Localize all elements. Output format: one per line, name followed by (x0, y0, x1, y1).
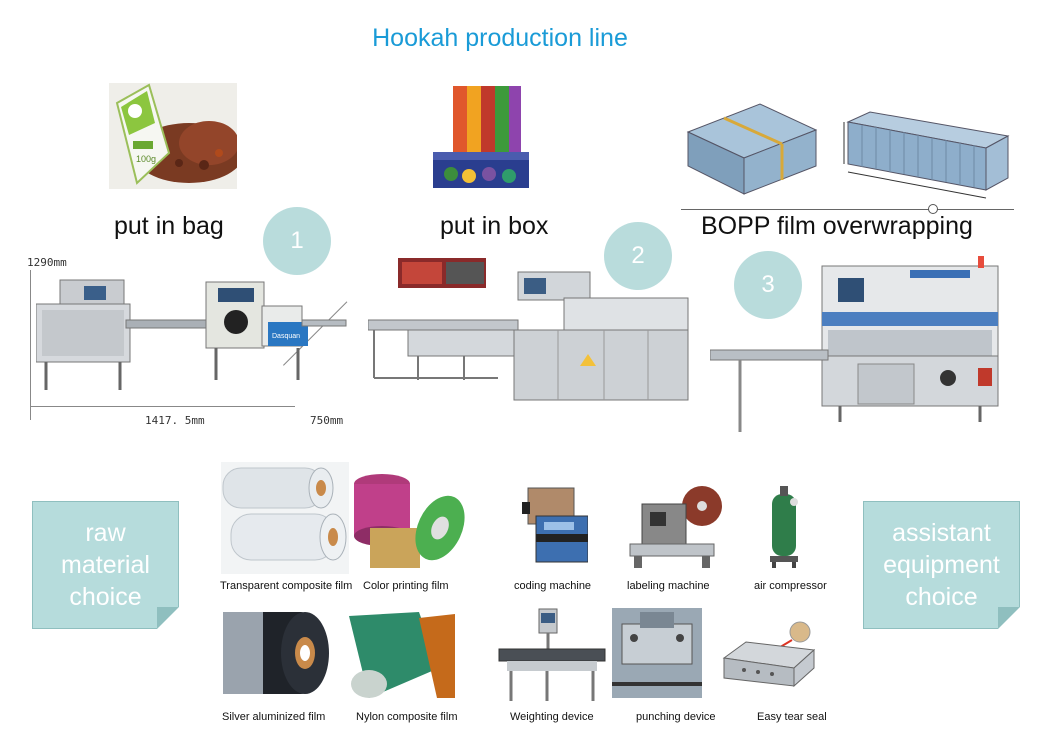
svg-text:100g: 100g (136, 154, 156, 164)
assist-note-line-2: equipment (883, 551, 1000, 579)
easy-tear-seal-image (722, 621, 816, 688)
assist-note-line-1: assistant (892, 519, 991, 547)
labeling-machine-image (629, 486, 722, 568)
equipment-caption-labeling: labeling machine (627, 580, 710, 592)
equipment-caption-easy-tear: Easy tear seal (757, 711, 827, 723)
weighting-device-image (498, 608, 606, 701)
air-compressor-image (770, 486, 798, 568)
dimension-height-line (30, 270, 31, 420)
wrapped-box-dimension-image (843, 111, 1010, 199)
note-fold-corner (157, 607, 179, 629)
material-caption-color-printing: Color printing film (363, 580, 449, 592)
punching-device-image (612, 608, 702, 698)
coding-machine-image (522, 487, 588, 563)
transparent-film-image (221, 462, 349, 574)
material-caption-transparent: Transparent composite film (220, 580, 353, 592)
equipment-caption-weighting: Weighting device (510, 711, 594, 723)
hookah-box-image (431, 84, 531, 188)
dimension-base-line (30, 406, 295, 407)
divider-line (681, 209, 1014, 210)
equipment-caption-punching: punching device (636, 711, 716, 723)
nylon-composite-film-image (339, 608, 459, 704)
assist-note-line-3: choice (905, 583, 978, 611)
raw-material-choice-note: raw material choice (32, 501, 179, 629)
page-title: Hookah production line (372, 24, 628, 52)
hookah-bag-image: 100g (109, 83, 237, 189)
cartoning-machine-image (368, 271, 689, 401)
raw-note-line-2: material (61, 551, 150, 579)
step-1-label: put in bag (114, 212, 224, 240)
color-printing-film-image (352, 466, 470, 574)
overwrapping-machine-image (710, 256, 999, 432)
silver-aluminized-film-image (213, 604, 341, 704)
wrapped-box-image (686, 103, 818, 195)
equipment-caption-coding: coding machine (514, 580, 592, 592)
step-3-badge: 3 (734, 251, 802, 319)
machine-brand-label: Dasquan (272, 333, 300, 340)
step-1-badge: 1 (263, 207, 331, 275)
assistant-equipment-choice-note: assistant equipment choice (863, 501, 1020, 629)
step-3-label: BOPP film overwrapping (701, 212, 973, 240)
raw-note-line-3: choice (69, 583, 142, 611)
dimension-length: 1417. 5mm (145, 414, 205, 427)
raw-note-line-1: raw (85, 519, 126, 547)
note-fold-corner (998, 607, 1020, 629)
divider-dot (928, 204, 938, 214)
material-caption-nylon: Nylon composite film (356, 711, 458, 723)
material-caption-silver: Silver aluminized film (222, 711, 326, 723)
step-2-label: put in box (440, 212, 549, 240)
equipment-caption-air-compressor: air compressor (754, 580, 827, 592)
step-2-badge: 2 (604, 222, 672, 290)
dimension-height: 1290mm (27, 256, 67, 269)
dimension-width: 750mm (310, 414, 344, 427)
box-packing-sample-image (398, 258, 486, 288)
bagging-machine-image: Dasquan (36, 279, 347, 390)
